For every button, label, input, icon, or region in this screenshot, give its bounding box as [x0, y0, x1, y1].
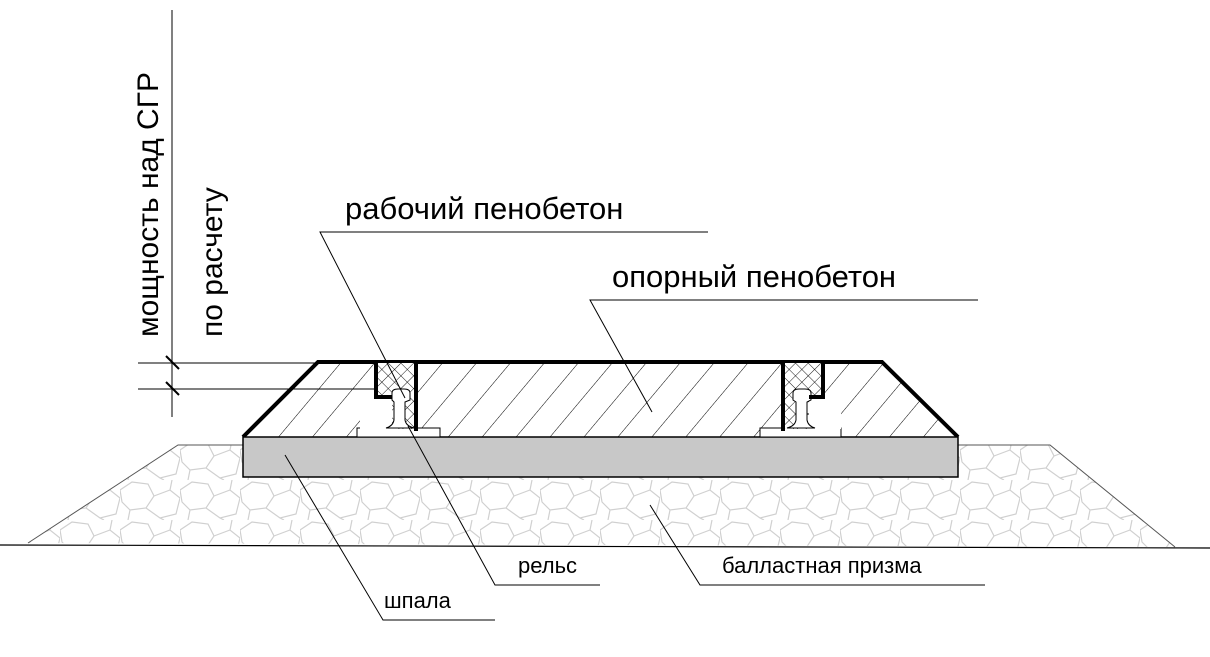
support-foam-label: опорный пенобетон	[612, 259, 896, 294]
dimension-lines	[138, 10, 376, 417]
leaders	[284, 231, 985, 621]
sleeper	[242, 436, 959, 478]
left-rail-icon	[385, 388, 415, 429]
sleeper-label: шпала	[384, 588, 452, 613]
rail-label: рельс	[518, 553, 577, 578]
working-foam-label: рабочий пенобетон	[345, 191, 623, 226]
right-rail-assembly	[759, 362, 842, 438]
left-rail-assembly	[356, 362, 441, 438]
ground-line	[0, 544, 1210, 549]
foam-concrete-layer	[241, 360, 960, 439]
right-rail-icon	[786, 388, 816, 429]
by-calculation-label: по расчету	[196, 187, 229, 337]
ballast-label: балластная призма	[722, 553, 922, 578]
thickness-label: мощность над СГР	[132, 72, 165, 337]
